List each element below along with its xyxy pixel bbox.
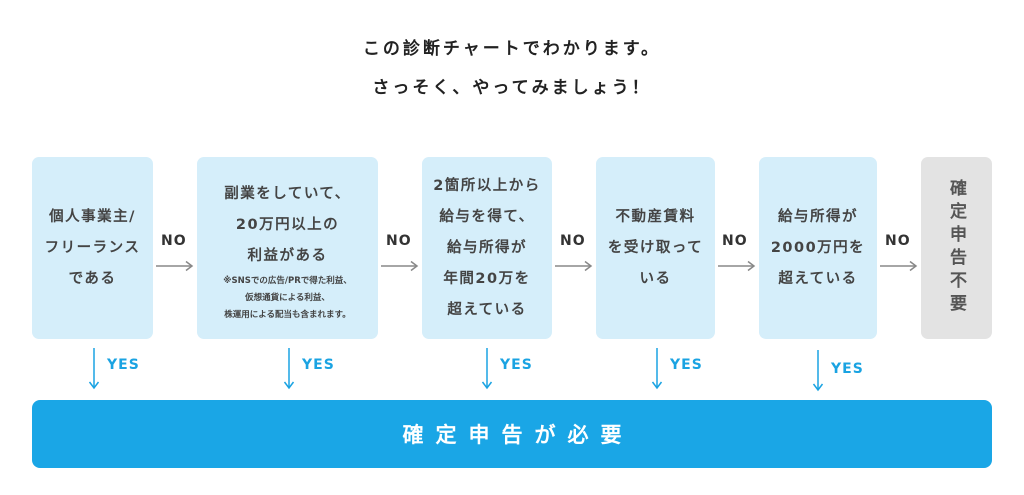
- result-box-not-required: 確定申告不要: [921, 157, 992, 339]
- result-not-required-text: 確定申告不要: [946, 179, 966, 317]
- question-note: 株運用による配当も含まれます。: [224, 310, 351, 320]
- question-text: 副業をしていて、: [224, 186, 351, 202]
- question-box-salary-over-20m: 給与所得が 2000万円を 超えている: [759, 157, 877, 339]
- no-label: NO: [560, 233, 586, 249]
- no-label: NO: [885, 233, 911, 249]
- question-text: 給与を得て、: [439, 208, 535, 225]
- question-text: 超えている: [447, 301, 527, 318]
- question-box-real-estate-rent: 不動産賃料 を受け取って いる: [596, 157, 715, 339]
- no-label: NO: [386, 233, 412, 249]
- arrow-right-icon: [156, 260, 194, 272]
- arrow-right-icon: [555, 260, 593, 272]
- question-text: 不動産賃料: [615, 208, 696, 225]
- question-text: フリーランス: [44, 239, 141, 256]
- question-text: 年間20万を: [443, 270, 531, 287]
- arrow-down-icon: [283, 348, 295, 390]
- arrow-right-icon: [880, 260, 918, 272]
- arrow-right-icon: [381, 260, 419, 272]
- yes-label: YES: [500, 357, 533, 373]
- arrow-down-icon: [812, 350, 824, 392]
- no-label: NO: [161, 233, 187, 249]
- no-label: NO: [722, 233, 748, 249]
- question-text: 20万円以上の: [235, 217, 340, 233]
- arrow-down-icon: [651, 348, 663, 390]
- question-text: 個人事業主/: [49, 208, 136, 225]
- arrow-right-icon: [718, 260, 756, 272]
- arrow-down-icon: [481, 348, 493, 390]
- question-text: 利益がある: [247, 248, 328, 264]
- question-text: 給与所得が: [447, 239, 527, 256]
- question-note: 仮想通貨による利益、: [245, 293, 330, 303]
- question-text: 2000万円を: [770, 239, 866, 256]
- question-text: いる: [639, 270, 672, 287]
- question-text: 超えている: [778, 270, 858, 287]
- question-note: ※SNSでの広告/PRで得た利益、: [223, 276, 352, 286]
- question-text: 2箇所以上から: [433, 177, 541, 194]
- question-text: 給与所得が: [778, 208, 858, 225]
- intro-line-2: さっそく、やってみましょう！: [372, 78, 652, 98]
- arrow-down-icon: [88, 348, 100, 390]
- question-box-multiple-salaries: 2箇所以上から 給与を得て、 給与所得が 年間20万を 超えている: [422, 157, 552, 339]
- question-box-side-job: 副業をしていて、 20万円以上の 利益がある ※SNSでの広告/PRで得た利益、…: [197, 157, 378, 339]
- yes-label: YES: [831, 361, 864, 377]
- question-box-self-employed: 個人事業主/ フリーランス である: [32, 157, 153, 339]
- question-text: である: [68, 270, 117, 287]
- result-bar-required: 確定申告が必要: [32, 400, 992, 468]
- yes-label: YES: [107, 357, 140, 373]
- yes-label: YES: [670, 357, 703, 373]
- intro-line-1: この診断チャートでわかります。: [362, 39, 662, 59]
- yes-label: YES: [302, 357, 335, 373]
- question-text: を受け取って: [607, 239, 704, 256]
- result-required-text: 確定申告が必要: [402, 423, 634, 447]
